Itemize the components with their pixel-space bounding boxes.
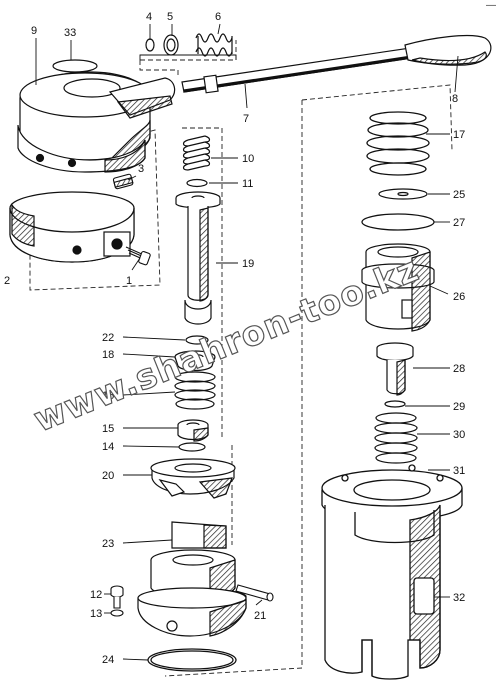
plunger-part-28 bbox=[376, 342, 414, 396]
callout-15: 15 bbox=[102, 423, 114, 435]
callout-27: 27 bbox=[453, 217, 465, 229]
callout-7: 7 bbox=[243, 113, 249, 125]
washer-part-14 bbox=[178, 442, 206, 452]
callout-6: 6 bbox=[215, 11, 221, 23]
cam-plate-part-20 bbox=[150, 458, 236, 499]
watermark-text: www.shahron-too.kz bbox=[28, 249, 424, 440]
base-flange bbox=[137, 587, 247, 637]
callout-21: 21 bbox=[254, 610, 266, 622]
lower-housing-part-32 bbox=[321, 464, 463, 680]
callout-30: 30 bbox=[453, 429, 465, 441]
callout-32: 32 bbox=[453, 592, 465, 604]
cup-part-18 bbox=[174, 350, 216, 372]
callout-31: 31 bbox=[453, 465, 465, 477]
o-ring-part-24 bbox=[147, 648, 237, 672]
washer-part-11 bbox=[186, 178, 208, 188]
callout-16: 16 bbox=[102, 390, 114, 402]
seat-part-15 bbox=[177, 419, 209, 442]
pin-part-21 bbox=[235, 584, 274, 602]
callout-13: 13 bbox=[90, 608, 102, 620]
callout-24: 24 bbox=[102, 654, 114, 666]
callout-10: 10 bbox=[242, 153, 254, 165]
clamp-ring-part-2 bbox=[9, 191, 135, 263]
leader-lines bbox=[35, 23, 459, 661]
callout-4: 4 bbox=[146, 11, 152, 23]
spring-part-16 bbox=[174, 371, 216, 410]
housing-part-9 bbox=[17, 71, 176, 173]
callout-3: 3 bbox=[138, 163, 144, 175]
spring-part-30 bbox=[374, 412, 418, 464]
callout-11: 11 bbox=[242, 178, 253, 190]
callout-22: 22 bbox=[102, 332, 114, 344]
callout-20: 20 bbox=[102, 470, 114, 482]
callout-18: 18 bbox=[102, 349, 114, 361]
washer-part-13 bbox=[110, 609, 124, 617]
spring-part-17 bbox=[366, 111, 430, 176]
snap-ring-part-27 bbox=[361, 213, 435, 231]
corner-mark: — bbox=[486, 0, 496, 11]
callout-23: 23 bbox=[102, 538, 114, 550]
callout-1: 1 bbox=[126, 275, 132, 287]
handle-grip-part-8 bbox=[404, 34, 492, 66]
screw-part-1 bbox=[125, 246, 151, 266]
gasket-part-33 bbox=[52, 59, 98, 73]
small-parts-4-5-6 bbox=[145, 33, 233, 57]
valve-body-part-26 bbox=[361, 243, 435, 332]
callout-26: 26 bbox=[453, 291, 465, 303]
callout-17: 17 bbox=[453, 129, 465, 141]
callout-8: 8 bbox=[452, 93, 458, 105]
callout-14: 14 bbox=[102, 441, 114, 453]
callout-9: 9 bbox=[31, 25, 37, 37]
callout-12: 12 bbox=[90, 589, 102, 601]
callout-29: 29 bbox=[453, 401, 465, 413]
callout-33: 33 bbox=[64, 27, 76, 39]
callout-labels: 1 2 3 4 5 6 7 8 9 10 11 12 13 14 15 16 1… bbox=[4, 0, 496, 666]
callout-28: 28 bbox=[453, 363, 465, 375]
set-screw-part-3 bbox=[112, 173, 134, 190]
callout-5: 5 bbox=[167, 11, 173, 23]
o-ring-part-22 bbox=[185, 335, 209, 345]
washer-part-29 bbox=[384, 400, 406, 408]
screw-part-12 bbox=[110, 585, 124, 609]
washer-part-25 bbox=[378, 188, 428, 200]
valve-stem-part-19 bbox=[175, 191, 221, 325]
callout-19: 19 bbox=[242, 258, 254, 270]
callout-2: 2 bbox=[4, 275, 10, 287]
callout-25: 25 bbox=[453, 189, 465, 201]
spring-part-10 bbox=[182, 135, 211, 171]
